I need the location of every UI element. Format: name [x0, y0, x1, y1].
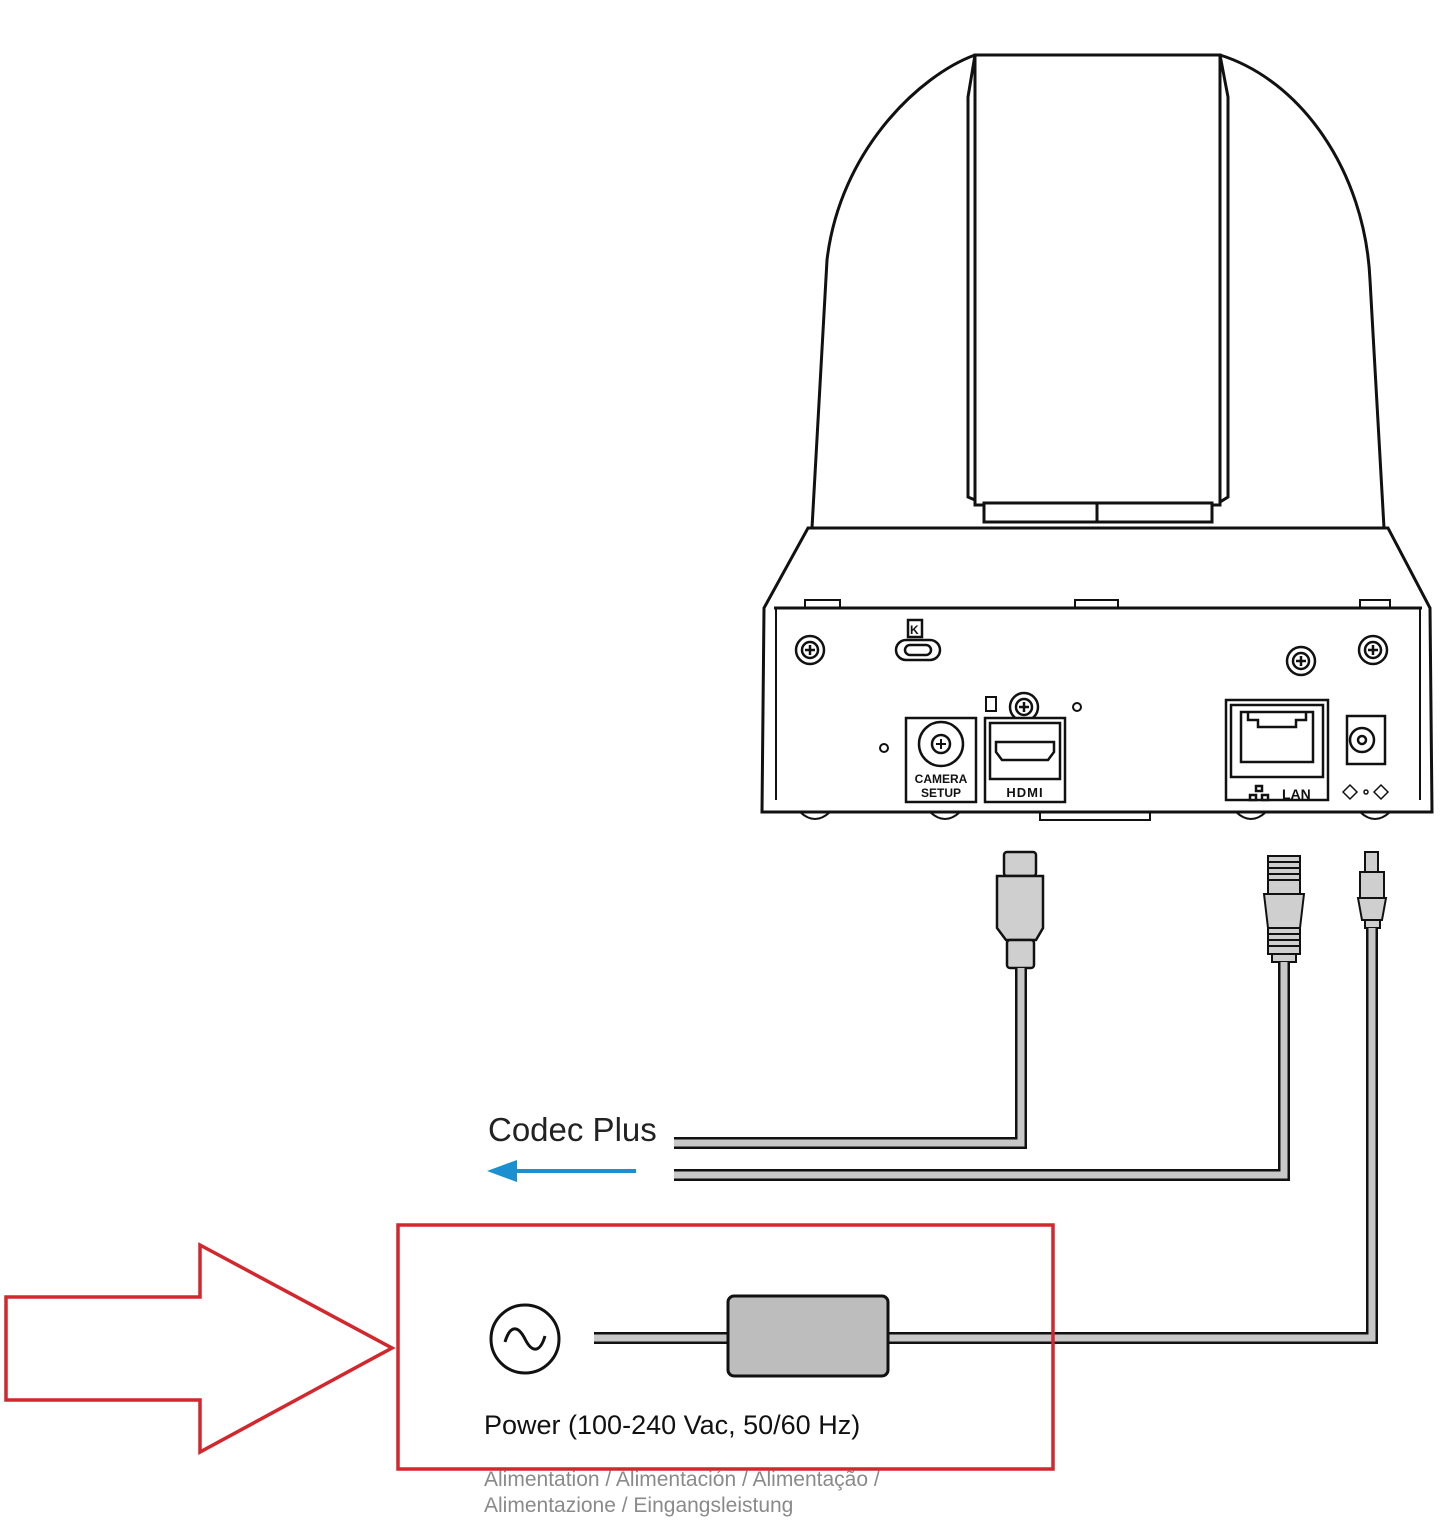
hdmi-label: HDMI — [1006, 785, 1043, 800]
lan-connector — [1262, 855, 1306, 963]
screw-icon — [1008, 691, 1040, 723]
lan-port: LAN — [1224, 698, 1330, 802]
screw-icon — [1357, 634, 1389, 666]
network-icon — [1248, 784, 1270, 802]
power-highlight-box — [396, 1223, 1055, 1471]
camera-setup-label-line1: CAMERA — [915, 772, 968, 786]
lan-label: LAN — [1282, 786, 1311, 802]
hdmi-port: HDMI — [983, 716, 1067, 804]
power-adapter — [726, 1294, 890, 1378]
ac-power-icon — [489, 1303, 561, 1375]
power-translations-line1: Alimentation / Alimentación / Alimentaçã… — [484, 1468, 880, 1491]
power-translations-line2: Alimentazione / Eingangsleistung — [484, 1494, 794, 1517]
camera-setup-label-line2: SETUP — [921, 786, 961, 800]
destination-label: Codec Plus — [488, 1111, 657, 1148]
camera-setup-dial: CAMERA SETUP — [904, 716, 978, 804]
power-cable — [888, 928, 1378, 1344]
screw-icon — [794, 634, 826, 666]
camera-base — [760, 526, 1434, 821]
camera-head — [810, 53, 1386, 530]
lock-letter: K — [910, 623, 919, 637]
indicator-holes — [879, 696, 1082, 753]
power-label: Power (100-240 Vac, 50/60 Hz) — [484, 1410, 861, 1440]
dc-power-connector — [1356, 851, 1388, 929]
callout-arrow-icon — [4, 1242, 396, 1455]
screw-icon — [1285, 645, 1317, 677]
security-lock-icon: K — [894, 618, 942, 662]
screw-icons — [794, 634, 1389, 723]
hdmi-cable — [674, 968, 1027, 1149]
hdmi-connector — [995, 850, 1045, 970]
polarity-icon — [1341, 783, 1390, 801]
flow-arrow-icon — [487, 1160, 636, 1182]
dc-power-port — [1341, 714, 1390, 801]
